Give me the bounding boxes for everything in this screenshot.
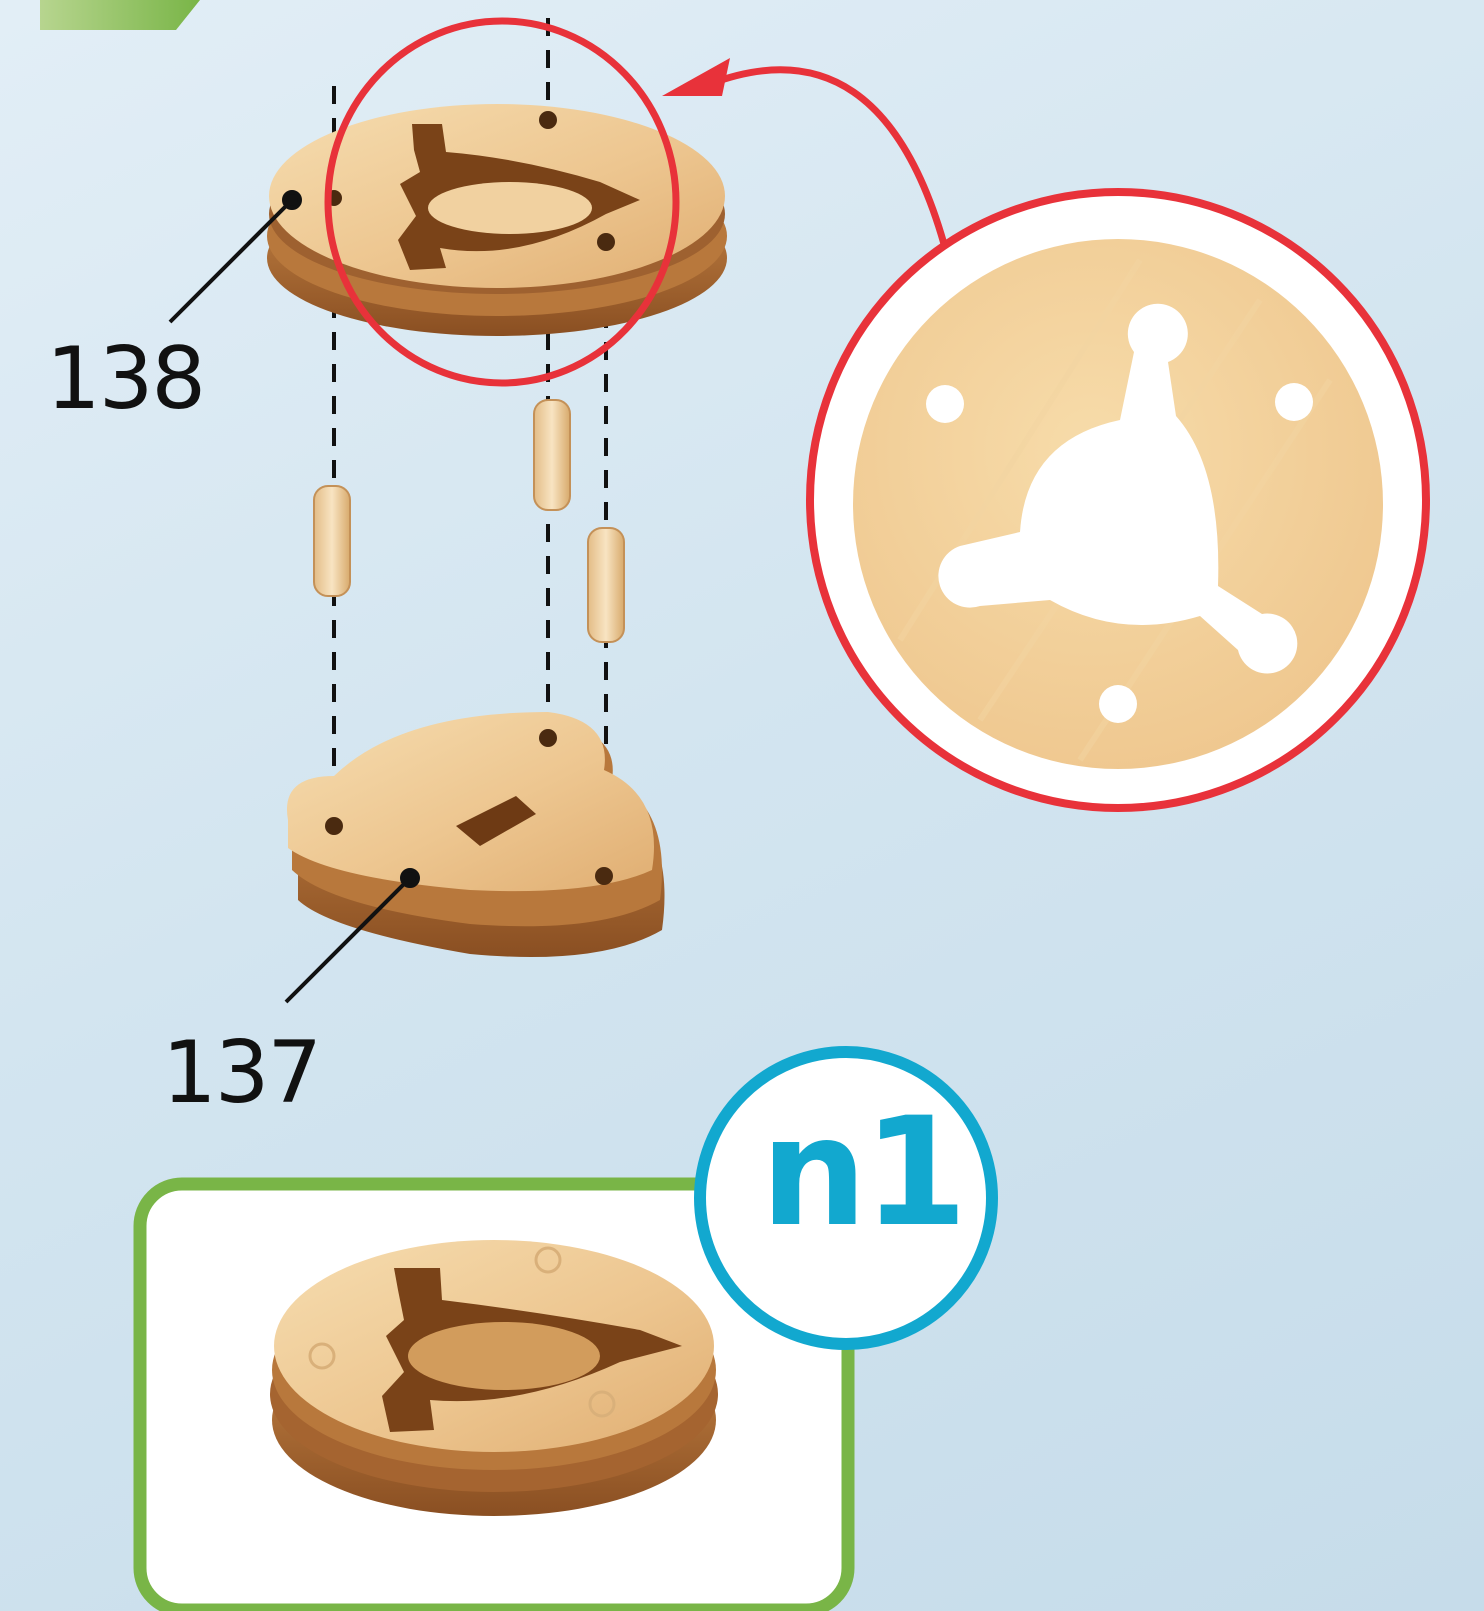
disc-hole-bottom bbox=[1099, 685, 1137, 723]
step-tab bbox=[40, 0, 200, 30]
peg-right bbox=[588, 528, 624, 642]
peg-left bbox=[314, 486, 350, 596]
magnify-circle-icon bbox=[810, 192, 1426, 808]
peg-middle bbox=[534, 400, 570, 510]
result-badge-label: n1 bbox=[712, 1098, 1012, 1248]
pegs bbox=[314, 400, 624, 642]
part-label-137: 137 bbox=[162, 1030, 320, 1116]
part-137-base bbox=[287, 712, 665, 957]
part-label-138: 138 bbox=[46, 336, 204, 422]
disc-hole-left bbox=[926, 385, 964, 423]
assembled-part-icon bbox=[270, 1240, 718, 1516]
disc-hole-right bbox=[1275, 383, 1313, 421]
